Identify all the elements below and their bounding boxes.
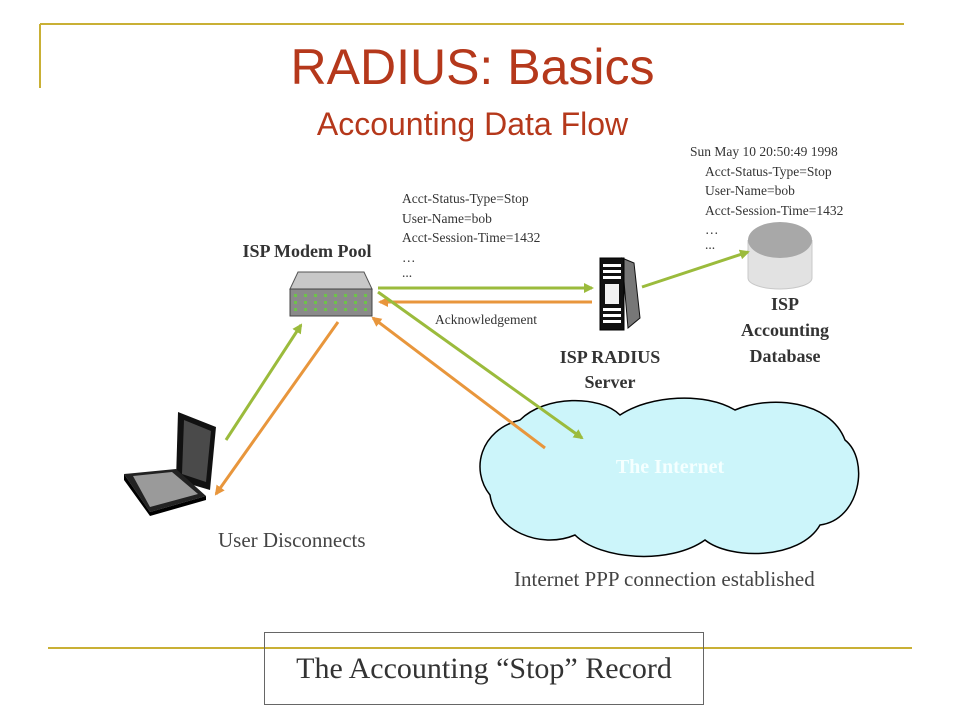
database-label-line: Accounting (740, 320, 829, 340)
stop-record-box: The Accounting “Stop” Record (264, 632, 704, 705)
arrow-laptop-to-modem (224, 323, 303, 441)
laptop-icon (124, 412, 216, 516)
radius-server-icon (599, 257, 641, 331)
request-line: Acct-Status-Type=Stop (402, 191, 529, 206)
record-line: … (705, 222, 719, 237)
radius-server-label: ISP RADIUS Server (530, 345, 690, 395)
record-line: Acct-Status-Type=Stop (705, 163, 832, 179)
acknowledgement-label: Acknowledgement (435, 312, 537, 327)
modem-pool-icon (289, 271, 373, 317)
user-disconnects-caption: User Disconnects (218, 528, 366, 552)
arrow-modem-to-laptop (214, 321, 340, 496)
request-line: User-Name=bob (402, 210, 492, 226)
database-label: ISP Accounting Database (705, 291, 865, 369)
database-icon (747, 222, 813, 290)
radius-server-label-line: Server (584, 372, 636, 392)
request-message: Acct-Status-Type=Stop User-Name=bob Acct… (402, 189, 540, 279)
arrow-internet-to-modem (371, 316, 546, 450)
radius-server-label-line: ISP RADIUS (559, 347, 661, 367)
record-line: User-Name=bob (705, 183, 795, 198)
arrow-modem-to-internet (377, 290, 584, 440)
database-record: Sun May 10 20:50:49 1998 Acct-Status-Typ… (690, 142, 843, 251)
internet-label: The Internet (615, 456, 725, 478)
record-line: ... (705, 237, 716, 252)
request-line: ... (402, 264, 413, 280)
flow-arrows (214, 249, 750, 496)
slide-frame (39, 23, 912, 649)
record-line: Acct-Session-Time=1432 (705, 202, 844, 218)
record-timestamp: Sun May 10 20:50:49 1998 (690, 144, 838, 159)
ppp-established-caption: Internet PPP connection established (514, 567, 815, 591)
database-label-line: ISP (770, 294, 799, 314)
slide-title: RADIUS: Basics (290, 39, 655, 95)
request-line: … (402, 249, 416, 265)
request-line: Acct-Session-Time=1432 (402, 230, 541, 245)
modem-pool-label: ISP Modem Pool (242, 241, 372, 261)
database-label-line: Database (749, 346, 821, 366)
arrow-radius-to-database (641, 249, 750, 289)
slide-subtitle: Accounting Data Flow (316, 106, 629, 142)
